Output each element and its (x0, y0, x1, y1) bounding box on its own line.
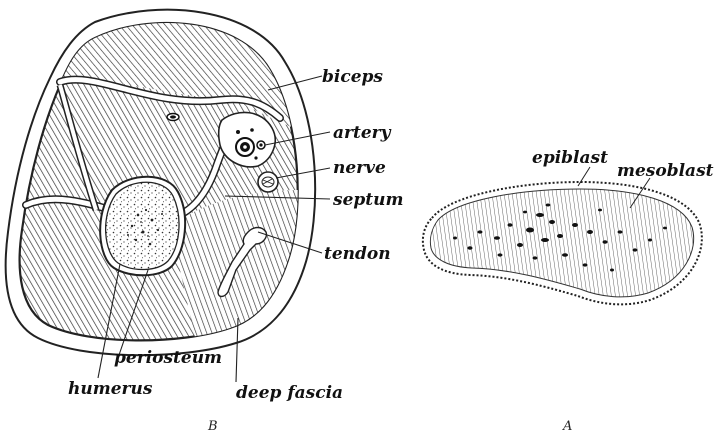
label-epiblast: epiblast (532, 148, 608, 168)
panel-b-arm-section: biceps artery nerve septum tendon perios… (6, 0, 404, 434)
label-nerve: nerve (333, 158, 386, 178)
label-periosteum: periosteum (114, 348, 222, 368)
caption-b: B (207, 419, 218, 434)
label-humerus: humerus (68, 379, 153, 399)
label-septum: septum (332, 190, 403, 210)
mesoblast-layer (430, 189, 693, 297)
label-deep-fascia: deep fascia (236, 383, 343, 403)
panel-a-embryo-section: epiblast mesoblast A (423, 148, 714, 434)
label-mesoblast: mesoblast (617, 161, 714, 181)
caption-a: A (562, 419, 572, 434)
label-biceps: biceps (322, 67, 383, 87)
label-artery: artery (333, 123, 392, 143)
label-tendon: tendon (324, 244, 391, 264)
humerus-bone (106, 182, 179, 269)
